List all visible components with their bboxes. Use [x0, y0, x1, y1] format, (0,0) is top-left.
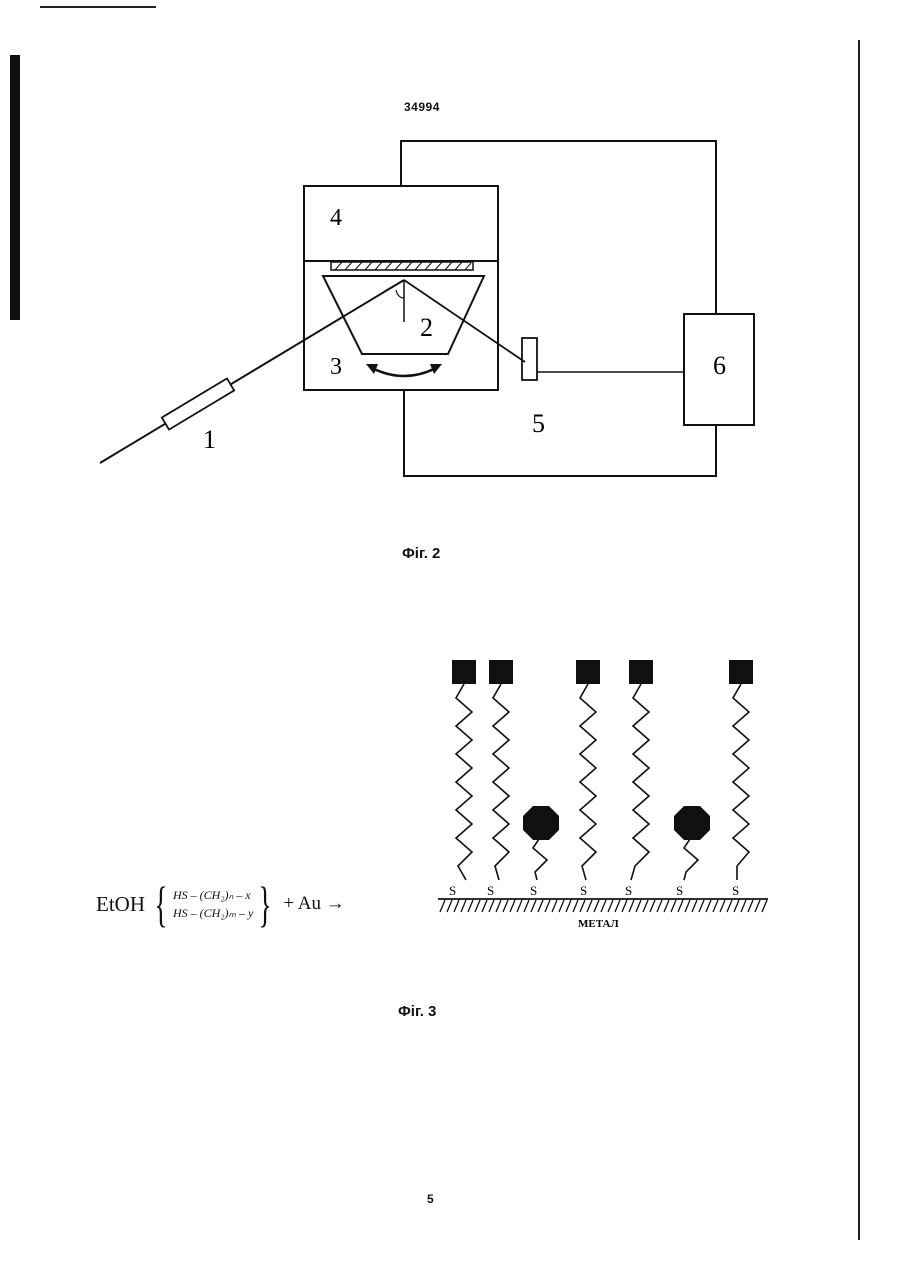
label-4: 4: [330, 205, 342, 231]
figure-2-diagram: 1 2 3 4 5 6: [0, 0, 900, 540]
long-chain: [493, 684, 509, 880]
short-chain: [533, 836, 547, 880]
sulfur-label: S: [676, 883, 683, 898]
metal-surface-hatching: [440, 900, 767, 912]
figure-3-caption: Фіг. 3: [398, 1003, 436, 1020]
wire-top: [401, 141, 716, 314]
thiol-line-2: HS – (CH₂)ₘ – y: [173, 904, 253, 922]
long-chain: [733, 684, 749, 880]
label-5: 5: [532, 409, 545, 438]
long-chain: [580, 684, 596, 880]
sulfur-label: S: [732, 883, 739, 898]
sulfur-label: S: [580, 883, 587, 898]
right-brace: }: [259, 882, 272, 926]
label-1: 1: [203, 425, 216, 454]
label-6: 6: [713, 351, 726, 380]
long-chain: [456, 684, 472, 880]
square-head: [629, 660, 653, 684]
angle-arc: [396, 290, 404, 298]
film-hatching: [335, 262, 471, 270]
laser-1: [162, 378, 234, 429]
page-number: 5: [427, 1192, 434, 1206]
sulfur-label: S: [530, 883, 537, 898]
reactant-label: + Au →: [283, 893, 344, 915]
metal-label: МЕТАЛ: [578, 918, 619, 930]
thiol-lines: HS – (CH₂)ₙ – x HS – (CH₂)ₘ – y: [173, 886, 253, 922]
octagon-head: [674, 806, 710, 840]
left-brace: {: [154, 882, 167, 926]
square-head: [729, 660, 753, 684]
rotation-arrow: [372, 368, 436, 376]
label-2: 2: [420, 313, 433, 342]
sulfur-label: S: [449, 883, 456, 898]
label-3: 3: [330, 354, 342, 380]
wire-bottom: [404, 390, 716, 476]
sulfur-label: S: [625, 883, 632, 898]
reaction-formula: EtOH { HS – (CH₂)ₙ – x HS – (CH₂)ₘ – y }…: [96, 876, 345, 932]
incident-beam: [100, 280, 404, 463]
short-chain: [684, 836, 698, 880]
solvent-label: EtOH: [96, 892, 145, 917]
figure-2-caption: Фіг. 2: [402, 545, 440, 562]
square-head: [489, 660, 513, 684]
square-head: [452, 660, 476, 684]
square-head: [576, 660, 600, 684]
long-chain: [631, 684, 649, 880]
hatched-film: [331, 262, 473, 270]
thiol-line-1: HS – (CH₂)ₙ – x: [173, 886, 253, 904]
octagon-head: [523, 806, 559, 840]
detector-5: [522, 338, 537, 380]
sulfur-label: S: [487, 883, 494, 898]
